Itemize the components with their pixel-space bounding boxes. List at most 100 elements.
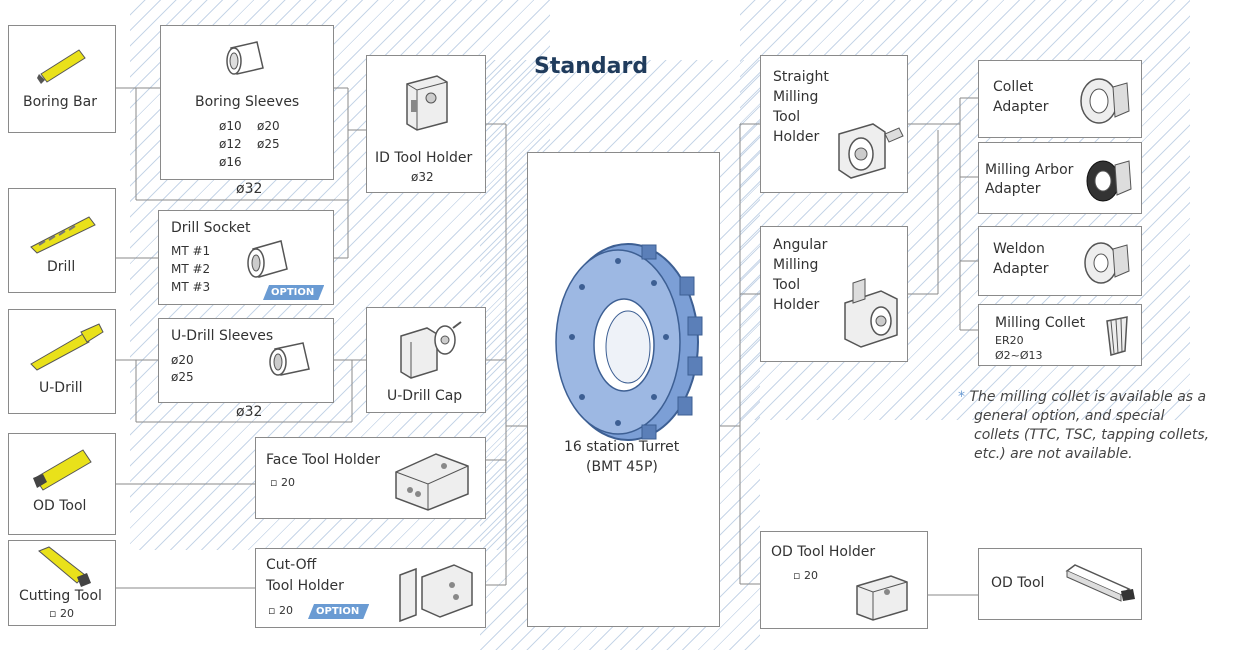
drill-socket-size: MT #2 — [171, 262, 211, 276]
cut-off-holder-box: Cut-Off Tool Holder ▫ 20 OPTION — [255, 548, 486, 628]
straight-milling-icon — [838, 123, 904, 179]
weldon-adapter-box: Weldon Adapter — [978, 226, 1142, 296]
asterisk-icon: * — [958, 389, 965, 405]
od-tool-right-icon — [1065, 564, 1135, 602]
collet-adapter-box: Collet Adapter — [978, 60, 1142, 138]
straight-milling-holder-box: Straight Milling Tool Holder — [760, 55, 908, 193]
od-tool-right-box: OD Tool — [978, 548, 1142, 620]
drill-socket-box: Drill Socket MT #1 MT #2 MT #3 OPTION — [158, 210, 334, 305]
cutting-tool-box: Cutting Tool ▫ 20 — [8, 540, 116, 626]
straight-milling-label: Holder — [773, 129, 820, 145]
od-tool-holder-box: OD Tool Holder ▫ 20 — [760, 531, 928, 629]
u-drill-sleeve-size: ø20 — [171, 353, 194, 367]
od-tool-label: OD Tool — [33, 498, 87, 514]
cutting-tool-icon — [38, 546, 91, 587]
angular-milling-holder-box: Angular Milling Tool Holder — [760, 226, 908, 362]
socket-icon — [247, 240, 288, 278]
cut-off-holder-label: Cut-Off — [266, 557, 317, 573]
note-line: etc.) are not available. — [974, 446, 1133, 462]
note-line: collets (TTC, TSC, tapping collets, — [974, 427, 1210, 443]
milling-collet-spec: Ø2~Ø13 — [995, 349, 1043, 362]
milling-arbor-label: Milling Arbor — [985, 162, 1074, 178]
u-drill-cap-icon — [400, 321, 462, 379]
boring-sleeve-size: ø25 — [257, 137, 280, 151]
id-tool-holder-box: ID Tool Holder ø32 — [366, 55, 486, 193]
milling-arbor-adapter-box: Milling Arbor Adapter — [978, 142, 1142, 214]
turret-box: 16 station Turret (BMT 45P) — [527, 152, 720, 627]
u-drill-cap-label: U-Drill Cap — [387, 388, 463, 404]
straight-milling-label: Straight — [773, 69, 829, 85]
u-drill-icon — [30, 323, 104, 371]
angular-milling-label: Holder — [773, 297, 820, 313]
angular-milling-label: Angular — [773, 237, 828, 253]
od-tool-holder-label: OD Tool Holder — [771, 544, 876, 560]
straight-milling-label: Tool — [773, 109, 801, 125]
note-line: The milling collet is available as a — [969, 389, 1207, 405]
boring-sleeve-size: ø10 — [219, 119, 242, 133]
angular-milling-icon — [844, 278, 898, 348]
boring-bar-label: Boring Bar — [23, 94, 97, 110]
option-badge: OPTION — [263, 285, 324, 300]
note-line: general option, and special — [974, 408, 1165, 424]
weldon-label: Weldon — [993, 241, 1045, 257]
id-tool-holder-size: ø32 — [411, 170, 434, 184]
milling-collet-box: Milling Collet ER20 Ø2~Ø13 — [978, 304, 1142, 366]
diagram-title: Standard — [534, 54, 649, 79]
boring-sleeve-size: ø12 — [219, 137, 242, 151]
face-tool-holder-size: ▫ 20 — [270, 476, 295, 489]
sleeve-icon — [226, 41, 264, 75]
od-tool-box: OD Tool — [8, 433, 116, 535]
milling-arbor-label: Adapter — [985, 181, 1041, 197]
boring-sleeve-size: ø20 — [257, 119, 280, 133]
u-drill-box: U-Drill — [8, 309, 116, 414]
turret-label: 16 station Turret — [564, 439, 680, 455]
milling-collet-spec: ER20 — [995, 334, 1024, 347]
u-drill-cap-box: U-Drill Cap — [366, 307, 486, 413]
od-tool-icon — [33, 449, 92, 491]
cut-off-holder-size: ▫ 20 — [268, 604, 293, 617]
weldon-label: Adapter — [993, 261, 1049, 277]
face-tool-holder-icon — [395, 453, 469, 511]
boring-sleeves-bottom-size: ø32 — [236, 181, 263, 197]
od-tool-right-label: OD Tool — [991, 575, 1045, 591]
face-tool-holder-box: Face Tool Holder ▫ 20 — [255, 437, 486, 519]
drill-socket-size: MT #1 — [171, 244, 211, 258]
od-tool-holder-icon — [856, 575, 908, 621]
drill-box: Drill — [8, 188, 116, 293]
sleeve-icon — [269, 342, 310, 376]
u-drill-label: U-Drill — [39, 380, 83, 396]
boring-bar-icon — [37, 49, 86, 84]
od-tool-holder-size: ▫ 20 — [793, 569, 818, 582]
option-badge: OPTION — [308, 604, 369, 619]
milling-collet-note: * The milling collet is available as a g… — [958, 388, 1244, 464]
boring-sleeves-label: Boring Sleeves — [195, 94, 300, 110]
u-drill-sleeves-label: U-Drill Sleeves — [171, 328, 274, 344]
drill-label: Drill — [47, 259, 76, 275]
angular-milling-label: Tool — [773, 277, 801, 293]
weldon-adapter-icon — [1084, 242, 1130, 284]
tool-holder-icon — [406, 75, 448, 131]
drill-icon — [30, 216, 96, 254]
face-tool-holder-label: Face Tool Holder — [266, 452, 380, 468]
cut-off-holder-icon — [399, 564, 473, 623]
u-drill-sleeves-box: U-Drill Sleeves ø20 ø25 — [158, 318, 334, 403]
drill-socket-label: Drill Socket — [171, 220, 251, 236]
u-drill-sleeve-size: ø25 — [171, 370, 194, 384]
collet-adapter-label: Adapter — [993, 99, 1049, 115]
boring-bar-box: Boring Bar — [8, 25, 116, 133]
milling-collet-label: Milling Collet — [995, 315, 1086, 331]
turret-icon — [555, 243, 703, 441]
angular-milling-label: Milling — [773, 257, 819, 273]
milling-collet-icon — [1106, 316, 1128, 356]
collet-adapter-label: Collet — [993, 79, 1034, 95]
u-drill-sleeves-bottom-size: ø32 — [236, 404, 263, 420]
boring-sleeve-size: ø16 — [219, 155, 242, 169]
boring-sleeves-box: Boring Sleeves ø10 ø20 ø12 ø25 ø16 — [160, 25, 334, 180]
collet-adapter-icon — [1080, 78, 1130, 124]
milling-arbor-icon — [1086, 160, 1132, 202]
id-tool-holder-label: ID Tool Holder — [375, 150, 473, 166]
straight-milling-label: Milling — [773, 89, 819, 105]
cut-off-holder-label: Tool Holder — [266, 578, 344, 594]
cutting-tool-label: Cutting Tool — [19, 588, 102, 604]
